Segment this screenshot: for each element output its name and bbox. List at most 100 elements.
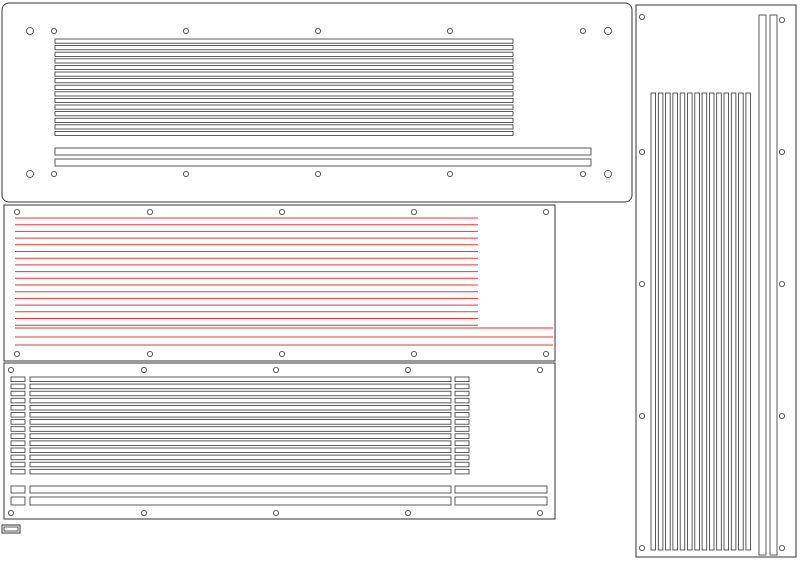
mounting-hole xyxy=(446,170,453,177)
slot xyxy=(738,92,744,551)
panel-outline xyxy=(3,204,556,362)
mounting-hole xyxy=(639,13,646,20)
mounting-hole xyxy=(278,350,285,357)
slot xyxy=(54,98,514,104)
mounting-hole xyxy=(779,545,786,552)
slot xyxy=(694,92,700,551)
mounting-hole xyxy=(272,366,279,373)
hole-group xyxy=(26,27,612,178)
slot-group xyxy=(54,38,592,167)
slot xyxy=(769,14,778,556)
slot xyxy=(29,461,452,468)
slot xyxy=(709,92,715,551)
slot xyxy=(745,92,751,551)
slot xyxy=(665,92,671,551)
slot-group xyxy=(10,376,548,506)
slot xyxy=(54,158,592,167)
slot xyxy=(454,496,548,506)
mounting-hole xyxy=(146,350,153,357)
mounting-hole xyxy=(580,27,587,34)
slot xyxy=(454,404,470,411)
mounting-hole xyxy=(146,208,153,215)
mounting-hole xyxy=(314,170,321,177)
panel-outline xyxy=(3,362,556,520)
slot xyxy=(10,426,26,432)
mounting-hole xyxy=(779,412,786,419)
slot xyxy=(723,92,729,551)
slot xyxy=(10,440,26,446)
mounting-hole xyxy=(51,170,58,177)
slot xyxy=(454,468,470,475)
slot xyxy=(10,412,26,418)
slot xyxy=(54,78,514,84)
mounting-hole xyxy=(7,366,14,373)
panel-top-left xyxy=(1,2,633,203)
small-tab-part xyxy=(1,524,21,534)
slot xyxy=(730,92,737,551)
slot xyxy=(10,397,26,404)
slot xyxy=(454,461,470,468)
slot xyxy=(54,130,514,136)
slot xyxy=(54,111,514,117)
mounting-hole xyxy=(639,545,646,552)
slot xyxy=(54,117,514,123)
slot xyxy=(29,496,452,506)
slot xyxy=(10,404,26,411)
mounting-hole xyxy=(51,27,58,34)
slot xyxy=(29,404,452,411)
mounting-hole xyxy=(779,280,786,287)
slot xyxy=(657,92,664,551)
mounting-hole xyxy=(7,509,14,516)
mounting-hole xyxy=(182,27,189,34)
slot xyxy=(10,461,26,468)
slot xyxy=(758,14,767,556)
slot xyxy=(29,390,452,397)
slot xyxy=(454,397,470,404)
slot xyxy=(54,91,514,97)
slot xyxy=(29,397,452,404)
mounting-hole xyxy=(278,208,285,215)
panel-right xyxy=(635,4,797,558)
slot xyxy=(10,485,26,494)
slot xyxy=(701,92,708,551)
slot xyxy=(29,433,452,439)
mounting-hole xyxy=(26,27,34,35)
slot xyxy=(679,92,686,551)
slot xyxy=(29,454,452,461)
slot xyxy=(716,92,722,551)
hole-group xyxy=(7,366,544,516)
slot xyxy=(54,104,514,110)
slot xyxy=(54,84,514,90)
small-tab-inner xyxy=(3,526,19,532)
slot xyxy=(454,376,470,382)
slot xyxy=(29,376,452,382)
slot xyxy=(29,447,452,453)
slot xyxy=(10,390,26,397)
red-line-group xyxy=(15,217,553,346)
mounting-hole xyxy=(580,170,587,177)
mounting-hole xyxy=(779,148,786,155)
small-tab-outer xyxy=(1,524,21,534)
slot xyxy=(10,496,26,506)
mounting-hole xyxy=(604,170,612,178)
slot xyxy=(29,485,452,494)
panel-outline xyxy=(1,2,633,203)
slot xyxy=(54,45,514,51)
slot xyxy=(454,412,470,418)
slot xyxy=(29,383,452,390)
slot xyxy=(54,58,514,64)
slot xyxy=(54,51,514,57)
slot xyxy=(454,485,548,494)
hole-group xyxy=(13,208,550,357)
panel-bottom-left xyxy=(3,362,556,520)
slot xyxy=(10,419,26,425)
mounting-hole xyxy=(537,509,544,516)
mounting-hole xyxy=(182,170,189,177)
slot xyxy=(10,383,26,390)
slot xyxy=(29,468,452,475)
slot xyxy=(687,92,693,551)
slot xyxy=(650,92,656,551)
slot xyxy=(29,412,452,418)
panel-middle-left xyxy=(3,204,556,362)
